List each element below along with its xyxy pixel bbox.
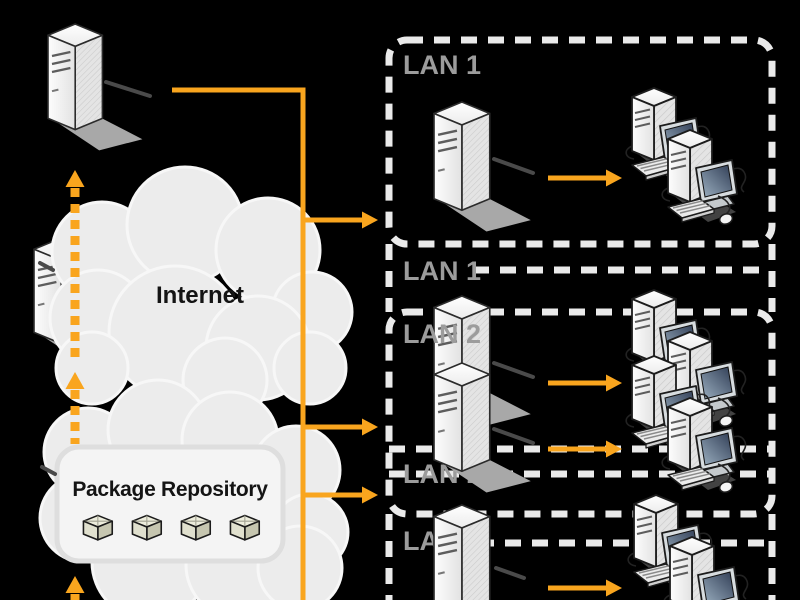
lan-server-cables: [492, 157, 535, 580]
upstream-server-cable: [38, 261, 55, 272]
package-repository-label: Package Repository: [72, 478, 268, 501]
repository-server-cable: [40, 465, 57, 476]
lan1-label: LAN 1: [403, 50, 481, 80]
package-icon: [229, 514, 261, 541]
lan2-box: [385, 308, 776, 518]
package-icon: [131, 514, 163, 541]
lan2-label: LAN 2: [403, 319, 481, 349]
upload-dashed-arrow: [65, 170, 85, 600]
package-icon: [82, 514, 114, 541]
lan1-echo-upper-label: LAN 1: [403, 256, 481, 286]
mirror-server-cable: [104, 80, 152, 98]
package-repository-panel: [54, 444, 286, 564]
internet-label: Internet: [156, 282, 244, 309]
lan1-box: [385, 36, 776, 248]
package-icon: [180, 514, 212, 541]
distribution-trunk: [172, 87, 378, 600]
